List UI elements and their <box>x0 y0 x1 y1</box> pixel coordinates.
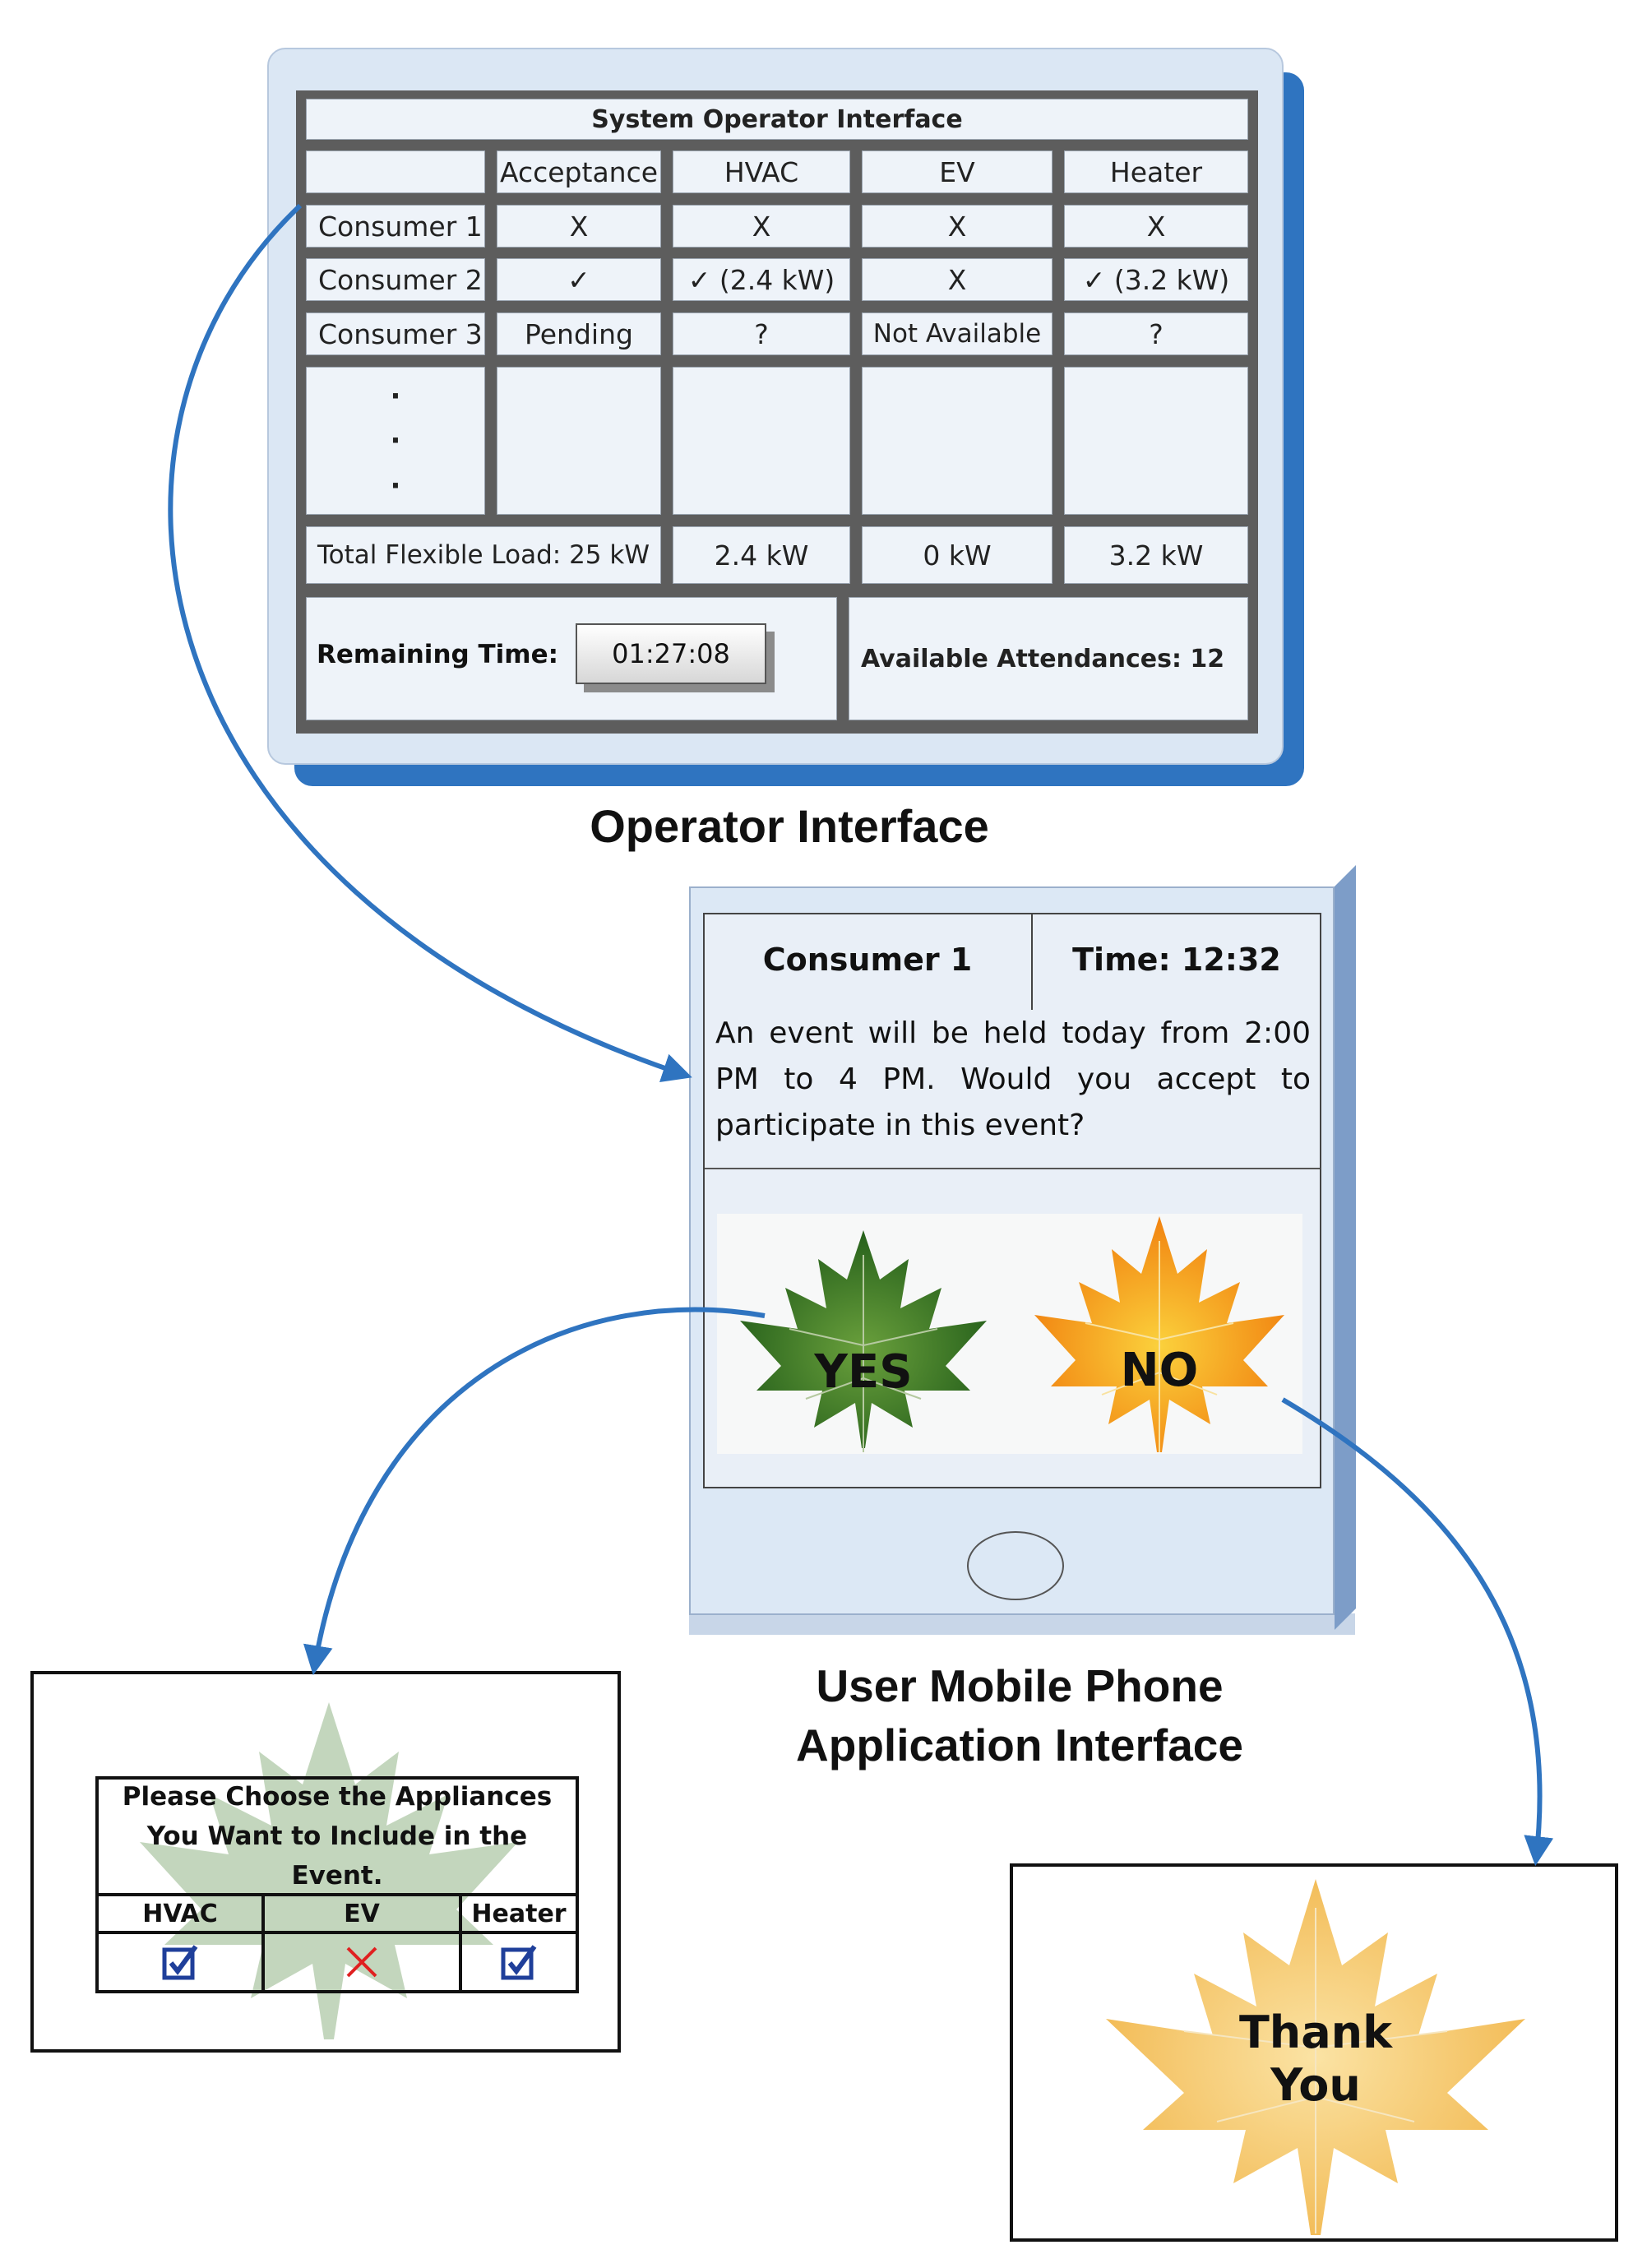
yes-label: YES <box>814 1345 913 1399</box>
heater-checkbox-cell[interactable] <box>459 1931 579 1993</box>
appliance-header-hvac: HVAC <box>95 1893 265 1934</box>
total-hvac: 2.4 kW <box>673 526 850 584</box>
ellipsis-empty-cell <box>862 367 1053 515</box>
phone-side-edge <box>1335 865 1356 1630</box>
ellipsis-empty-cell <box>497 367 661 515</box>
phone-message-line-3: participate in this event? <box>715 1109 1085 1142</box>
phone-home-button[interactable] <box>967 1531 1064 1600</box>
consumer-1-acceptance: X <box>497 205 661 248</box>
appliance-prompt-line-2: You Want to Include in the <box>146 1821 528 1851</box>
ellipsis-empty-cell <box>1064 367 1248 515</box>
green-leaf-icon <box>740 1230 987 1452</box>
header-heater: Heater <box>1064 150 1248 193</box>
header-ev: EV <box>862 150 1053 193</box>
total-ev: 0 kW <box>862 526 1053 584</box>
thank-you-line-2: You <box>1270 2059 1361 2111</box>
phone-time-label: Time: 12:32 <box>1072 942 1281 978</box>
consumer-3-heater: ? <box>1064 312 1248 355</box>
checked-checkbox-icon <box>501 1945 537 1980</box>
ev-checkbox-cell[interactable] <box>261 1931 462 1993</box>
phone-message-line-1: An event will be held today from 2:00 <box>715 1016 1311 1050</box>
remaining-time-value: 01:27:08 <box>576 623 766 684</box>
yellow-leaf-icon <box>1106 1879 1525 2235</box>
consumer-1-heater: X <box>1064 205 1248 248</box>
consumer-3-hvac: ? <box>673 312 850 355</box>
available-attendances: Available Attendances: 12 <box>849 597 1248 720</box>
message-divider <box>705 1168 1320 1169</box>
header-acceptance: Acceptance <box>497 150 661 193</box>
phone-caption-line-2: Application Interface <box>796 1720 1243 1770</box>
total-flexible-load: Total Flexible Load: 25 kW <box>306 526 661 584</box>
operator-interface-caption: Operator Interface <box>590 800 989 852</box>
phone-message-line-2: PM to 4 PM. Would you accept to <box>715 1062 1311 1096</box>
hvac-checkbox-cell[interactable] <box>95 1931 265 1993</box>
appliance-header-heater: Heater <box>459 1893 579 1934</box>
header-hvac: HVAC <box>673 150 850 193</box>
header-empty-cell <box>306 150 485 193</box>
ellipsis-empty-cell <box>673 367 850 515</box>
header-divider <box>1031 913 1033 1010</box>
consumer-2-hvac: ✓ (2.4 kW) <box>673 258 850 301</box>
total-heater: 3.2 kW <box>1064 526 1248 584</box>
no-button[interactable]: NO <box>1020 1212 1299 1459</box>
phone-consumer-label: Consumer 1 <box>762 942 973 978</box>
consumer-1-ev: X <box>862 205 1053 248</box>
yes-button[interactable]: YES <box>724 1222 1003 1460</box>
phone-caption-line-1: User Mobile Phone <box>816 1660 1224 1711</box>
appliance-prompt: Please Choose the Appliances You Want to… <box>95 1776 579 1896</box>
ellipsis-dot: · <box>390 379 401 413</box>
checked-checkbox-icon <box>162 1945 198 1980</box>
consumer-2-heater: ✓ (3.2 kW) <box>1064 258 1248 301</box>
row-label-consumer-3: Consumer 3 <box>306 312 485 355</box>
phone-base-edge <box>689 1613 1355 1635</box>
row-label-consumer-1: Consumer 1 <box>306 205 485 248</box>
appliance-prompt-line-1: Please Choose the Appliances <box>122 1782 553 1812</box>
no-label: NO <box>1120 1344 1199 1397</box>
consumer-2-ev: X <box>862 258 1053 301</box>
consumer-3-acceptance: Pending <box>497 312 661 355</box>
row-label-consumer-2: Consumer 2 <box>306 258 485 301</box>
appliance-table: Please Choose the Appliances You Want to… <box>95 1776 579 2008</box>
consumer-2-acceptance: ✓ <box>497 258 661 301</box>
ellipsis-cell: · · · <box>306 367 485 515</box>
appliance-header-ev: EV <box>261 1893 462 1934</box>
thank-you-line-1: Thank <box>1238 2006 1393 2058</box>
ellipsis-dot: · <box>390 424 401 457</box>
appliance-prompt-line-3: Event. <box>291 1861 383 1891</box>
consumer-1-hvac: X <box>673 205 850 248</box>
consumer-3-ev: Not Available <box>862 312 1053 355</box>
operator-table-title: System Operator Interface <box>306 99 1248 140</box>
red-x-icon <box>346 1946 377 1978</box>
ellipsis-dot: · <box>390 469 401 502</box>
orange-leaf-icon <box>1034 1216 1284 1452</box>
faded-leaf-icon <box>140 1702 518 2039</box>
remaining-time-label: Remaining Time: <box>317 640 558 669</box>
